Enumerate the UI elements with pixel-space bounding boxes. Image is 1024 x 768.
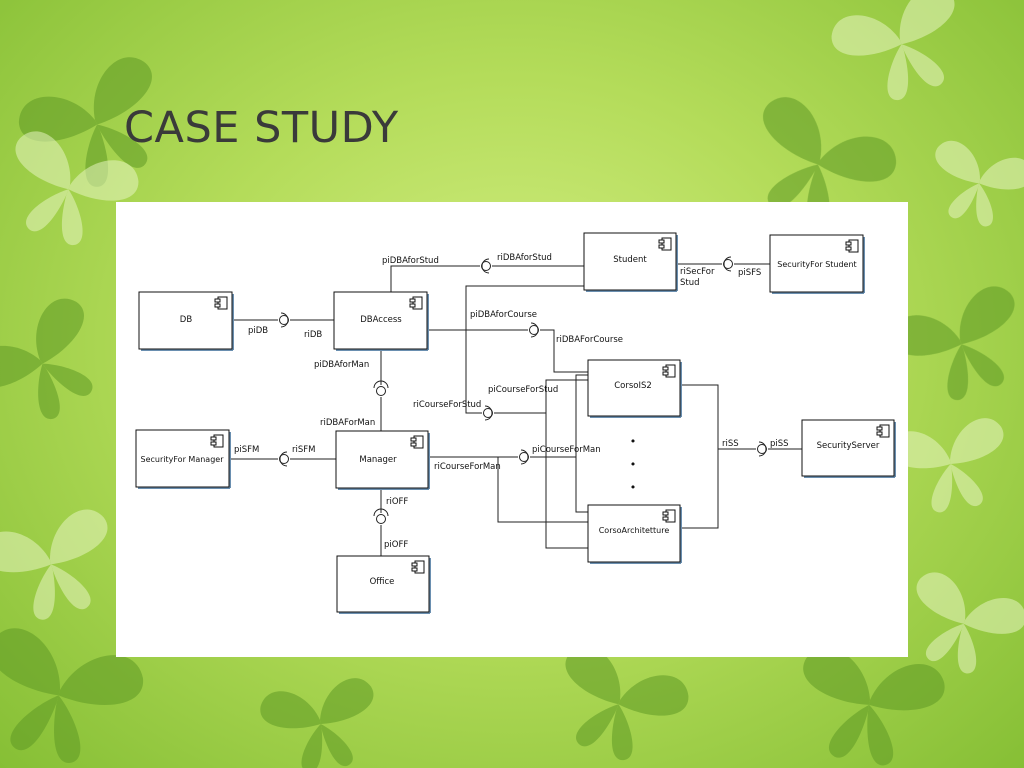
- label-risecforstud-line2: Stud: [680, 278, 700, 288]
- component-securityformanager: SecurityFor Manager: [135, 429, 231, 489]
- interface-ss-socket: [757, 441, 767, 457]
- label-ricourseforman: riCourseForMan: [434, 462, 501, 472]
- interface-dbaforcourse-socket: [529, 322, 539, 338]
- label-piss: piSS: [770, 439, 789, 449]
- component-db-label: DB: [180, 315, 193, 325]
- label-ridbaforman: riDBAForMan: [320, 418, 375, 428]
- label-pidb: piDB: [248, 326, 268, 336]
- interface-off-socket: [373, 508, 389, 524]
- component-manager: Manager: [335, 430, 430, 490]
- component-corsois2-label: CorsoIS2: [614, 381, 652, 391]
- ellipsis-dot: •: [630, 458, 637, 471]
- component-student-label: Student: [613, 255, 647, 265]
- component-office: Office: [336, 555, 431, 614]
- component-icon: [658, 237, 672, 251]
- component-office-label: Office: [370, 577, 395, 587]
- ellipsis-dot: •: [630, 435, 637, 448]
- label-pisfs: piSFS: [738, 268, 761, 278]
- connector-corsoarch-riss: [681, 449, 719, 529]
- component-icon: [210, 434, 224, 448]
- component-securityforstudent: SecurityFor Student: [769, 234, 865, 294]
- component-corsois2: CorsoIS2: [587, 359, 682, 418]
- component-icon: [409, 296, 423, 310]
- connector-ridbaforcourse-courses: [540, 329, 588, 373]
- component-diagram: DB DBAccess Student: [116, 202, 908, 657]
- connector-picourseforman-corsois2: [530, 374, 588, 458]
- component-icon: [662, 509, 676, 523]
- label-pioff: piOFF: [384, 540, 408, 550]
- diagram-canvas: DB DBAccess Student: [135, 232, 896, 614]
- component-securityformanager-label: SecurityFor Manager: [141, 455, 225, 464]
- label-riss: riSS: [722, 439, 739, 449]
- component-corsoarchitetture-label: CorsoArchitetture: [599, 526, 670, 535]
- component-icon: [214, 296, 228, 310]
- connector-student-ricourseforstud: [465, 285, 584, 414]
- label-ridbaforcourse: riDBAForCourse: [556, 335, 623, 345]
- interface-courseforstud-socket: [483, 405, 493, 421]
- label-pidbaforstud: piDBAforStud: [382, 256, 439, 266]
- label-ridb: riDB: [304, 330, 322, 340]
- label-risecforstud-line1: riSecFor: [680, 267, 715, 277]
- connector-corsois2-riss: [681, 384, 756, 450]
- ellipsis-dot: •: [630, 481, 637, 494]
- connector-picourseforstud-corsoarch: [545, 413, 588, 549]
- label-ricourseforstud: riCourseForStud: [413, 400, 481, 410]
- label-picourseforstud: piCourseForStud: [488, 385, 558, 395]
- component-corsoarchitetture: CorsoArchitetture: [587, 504, 682, 564]
- interface-sfm-socket: [279, 451, 289, 467]
- connector-picourseforstud-corsois2: [494, 379, 588, 414]
- component-icon: [845, 239, 859, 253]
- component-db: DB: [138, 291, 234, 351]
- slide-title: CASE STUDY: [124, 103, 399, 153]
- label-picourseforman: piCourseForMan: [532, 445, 601, 455]
- label-ridbaforstud: riDBAforStud: [497, 253, 552, 263]
- label-rioff: riOFF: [386, 497, 408, 507]
- component-securityserver-label: SecurityServer: [817, 441, 880, 451]
- component-icon: [411, 560, 425, 574]
- component-dbaccess: DBAccess: [333, 291, 429, 351]
- component-icon: [876, 424, 890, 438]
- component-student: Student: [583, 232, 678, 292]
- label-pidbaforman: piDBAforMan: [314, 360, 369, 370]
- label-pidbaforcourse: piDBAforCourse: [470, 310, 537, 320]
- component-dbaccess-label: DBAccess: [360, 315, 402, 325]
- label-pisfm: piSFM: [234, 445, 259, 455]
- component-securityserver: SecurityServer: [801, 419, 896, 478]
- connector-picourseforman-corsoarch: [575, 457, 588, 513]
- component-securityforstudent-label: SecurityFor Student: [777, 260, 856, 269]
- interface-courseforman-socket: [519, 449, 529, 465]
- connector-dbaccess-pidbaforstud: [390, 265, 480, 292]
- label-risfm: riSFM: [292, 445, 315, 455]
- connector-ricourseforman-branch: [497, 457, 588, 523]
- component-icon: [662, 364, 676, 378]
- component-icon: [410, 435, 424, 449]
- interface-sfs-socket: [723, 256, 733, 272]
- interface-dbaforstud-socket: [481, 258, 491, 274]
- component-manager-label: Manager: [359, 455, 397, 465]
- interface-db-socket: [279, 312, 289, 328]
- interface-dbaforman-socket: [373, 380, 389, 396]
